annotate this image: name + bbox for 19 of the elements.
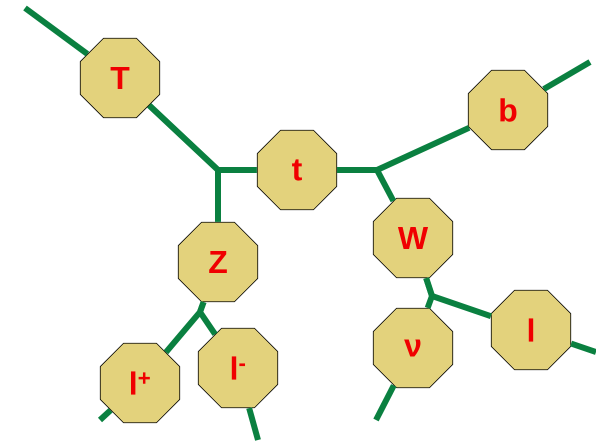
line xyxy=(23,6,90,56)
octagon-node: T xyxy=(80,38,160,118)
line xyxy=(196,301,218,336)
line xyxy=(98,408,113,422)
line xyxy=(373,384,396,422)
octagon-node: b xyxy=(468,70,548,150)
octagon-node: Z xyxy=(178,222,258,302)
octagon-node: ν xyxy=(372,308,454,388)
octagon-node: l$^{-}$ xyxy=(198,328,278,408)
line xyxy=(570,340,596,355)
line xyxy=(542,59,592,92)
octagon-node: t xyxy=(256,130,338,210)
line xyxy=(337,167,396,202)
octagon-node: W xyxy=(372,198,454,278)
octagon-node: l xyxy=(490,290,572,370)
line xyxy=(246,407,261,441)
line xyxy=(423,277,492,320)
octagon-node: l$^{+}$ xyxy=(100,342,180,424)
line xyxy=(147,103,221,222)
